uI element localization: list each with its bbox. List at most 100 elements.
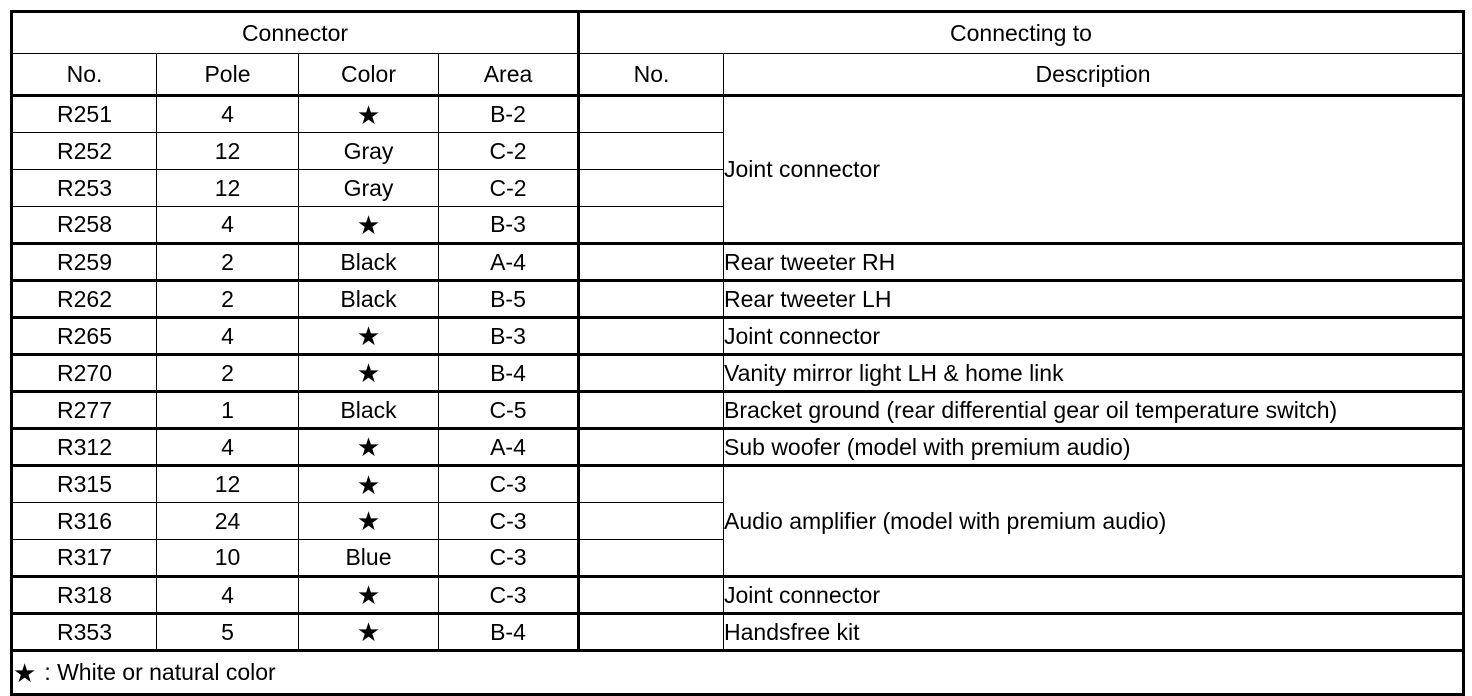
column-header-description: Description <box>723 53 1464 97</box>
cell-pole: 4 <box>156 206 299 244</box>
column-header-connecting-no: No. <box>578 53 724 97</box>
cell-connecting-no <box>578 353 724 392</box>
table-head: Connector Connecting to No. Pole Color A… <box>11 11 1464 97</box>
cell-pole: 2 <box>156 242 299 281</box>
cell-area: B-3 <box>438 316 580 355</box>
cell-pole: 4 <box>156 575 299 614</box>
star-icon: ★ <box>13 657 37 688</box>
column-header-area: Area <box>438 53 580 97</box>
connector-table: Connector Connecting to No. Pole Color A… <box>10 10 1465 696</box>
cell-connecting-no <box>578 206 724 244</box>
star-icon: ★ <box>356 99 381 130</box>
cell-area: C-3 <box>438 502 580 540</box>
column-header-pole: Pole <box>156 53 299 97</box>
cell-connecting-no <box>578 169 724 207</box>
cell-area: C-2 <box>438 132 580 170</box>
cell-pole: 12 <box>156 169 299 207</box>
cell-area: B-4 <box>438 353 580 392</box>
cell-pole: 2 <box>156 279 299 318</box>
cell-connector-no: R270 <box>11 353 157 392</box>
star-icon: ★ <box>356 321 381 352</box>
footnote-separator: : <box>44 659 51 686</box>
cell-connector-no: R265 <box>11 316 157 355</box>
cell-area: C-2 <box>438 169 580 207</box>
cell-connecting-no <box>578 316 724 355</box>
cell-pole: 4 <box>156 427 299 466</box>
cell-pole: 24 <box>156 502 299 540</box>
cell-connector-no: R317 <box>11 539 157 577</box>
cell-connector-no: R253 <box>11 169 157 207</box>
cell-connecting-no <box>578 464 724 503</box>
cell-pole: 1 <box>156 390 299 429</box>
cell-connector-no: R262 <box>11 279 157 318</box>
cell-connecting-no <box>578 390 724 429</box>
cell-pole: 12 <box>156 464 299 503</box>
cell-description: Sub woofer (model with premium audio) <box>723 427 1464 466</box>
cell-color: ★ <box>298 353 439 392</box>
cell-connector-no: R353 <box>11 612 157 652</box>
cell-pole: 5 <box>156 612 299 652</box>
cell-area: B-5 <box>438 279 580 318</box>
cell-connecting-no <box>578 575 724 614</box>
column-header-color: Color <box>298 53 439 97</box>
cell-pole: 10 <box>156 539 299 577</box>
star-icon: ★ <box>356 358 381 389</box>
footnote-row: ★ : White or natural color <box>11 649 1464 695</box>
cell-area: B-3 <box>438 206 580 244</box>
column-header-no: No. <box>11 53 157 97</box>
cell-description: Vanity mirror light LH & home link <box>723 353 1464 392</box>
cell-connecting-no <box>578 242 724 281</box>
star-icon: ★ <box>356 432 381 463</box>
cell-pole: 2 <box>156 353 299 392</box>
group-header-row: Connector Connecting to <box>11 11 1464 54</box>
cell-description: Audio amplifier (model with premium audi… <box>723 464 1464 577</box>
cell-color: Black <box>298 390 439 429</box>
cell-connecting-no <box>578 502 724 540</box>
cell-color: ★ <box>298 206 439 244</box>
cell-color: ★ <box>298 95 439 133</box>
cell-connector-no: R258 <box>11 206 157 244</box>
cell-color: Black <box>298 242 439 281</box>
group-header-connector: Connector <box>11 11 580 54</box>
cell-color: Black <box>298 279 439 318</box>
cell-connecting-no <box>578 95 724 133</box>
cell-description: Bracket ground (rear differential gear o… <box>723 390 1464 429</box>
footnote-label: White or natural color <box>57 659 276 686</box>
connector-table-sheet: Connector Connecting to No. Pole Color A… <box>10 10 1465 696</box>
star-icon: ★ <box>356 580 381 611</box>
cell-description: Joint connector <box>723 95 1464 244</box>
cell-color: Gray <box>298 169 439 207</box>
cell-connector-no: R259 <box>11 242 157 281</box>
cell-connector-no: R277 <box>11 390 157 429</box>
cell-connecting-no <box>578 279 724 318</box>
star-icon: ★ <box>356 617 381 648</box>
cell-color: Blue <box>298 539 439 577</box>
cell-area: C-3 <box>438 464 580 503</box>
cell-area: C-3 <box>438 575 580 614</box>
cell-color: ★ <box>298 427 439 466</box>
cell-connector-no: R318 <box>11 575 157 614</box>
cell-color: ★ <box>298 612 439 652</box>
cell-pole: 12 <box>156 132 299 170</box>
cell-connecting-no <box>578 539 724 577</box>
cell-area: A-4 <box>438 242 580 281</box>
cell-color: ★ <box>298 575 439 614</box>
group-header-connecting-to: Connecting to <box>578 11 1464 54</box>
cell-connector-no: R252 <box>11 132 157 170</box>
cell-area: C-5 <box>438 390 580 429</box>
footnote-cell: ★ : White or natural color <box>11 649 1464 695</box>
table-foot: ★ : White or natural color <box>11 649 1464 695</box>
cell-color: ★ <box>298 464 439 503</box>
cell-area: A-4 <box>438 427 580 466</box>
cell-area: B-4 <box>438 612 580 652</box>
